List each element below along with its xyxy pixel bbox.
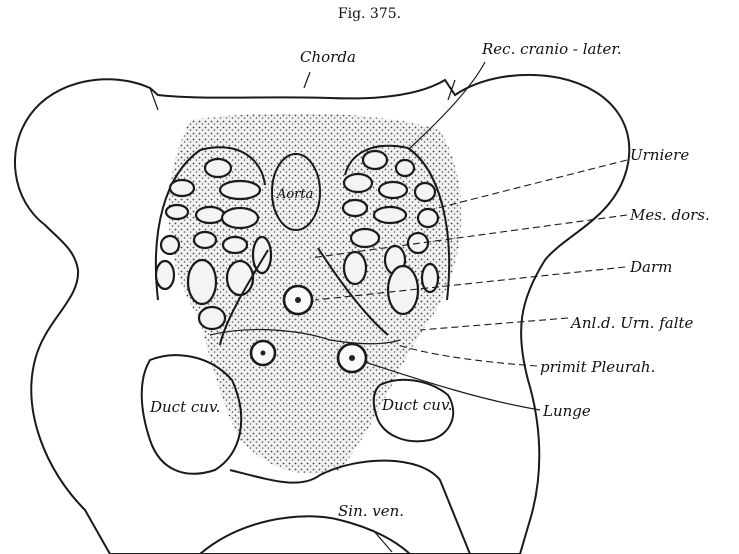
label-duct-cuv-right: Duct cuv.: [381, 396, 452, 414]
sinus-venosus-floor: [200, 516, 410, 554]
dorsal-notch-right: [448, 80, 455, 100]
lung-right: [338, 344, 366, 372]
leader-sin-ven: [373, 530, 392, 552]
label-lunge: Lunge: [542, 402, 591, 420]
label-darm: Darm: [629, 258, 672, 276]
label-sin-ven: Sin. ven.: [338, 502, 404, 520]
gut-section: [284, 286, 312, 314]
label-chorda: Chorda: [300, 48, 356, 66]
label-urniere: Urniere: [630, 146, 689, 164]
label-primit-pleurah: primit Pleurah.: [540, 358, 655, 376]
label-aorta: Aorta: [276, 187, 313, 202]
leader-chorda: [304, 72, 310, 88]
label-duct-cuv-left: Duct cuv.: [149, 398, 220, 416]
lung-left: [251, 341, 275, 365]
label-mes-dors: Mes. dors.: [629, 206, 710, 224]
label-rec-cranio-later: Rec. cranio - later.: [481, 40, 622, 58]
leader-anl-urn: [420, 318, 568, 330]
leader-pleurah: [398, 345, 537, 366]
label-anl-urn-falte: Anl.d. Urn. falte: [569, 314, 694, 332]
